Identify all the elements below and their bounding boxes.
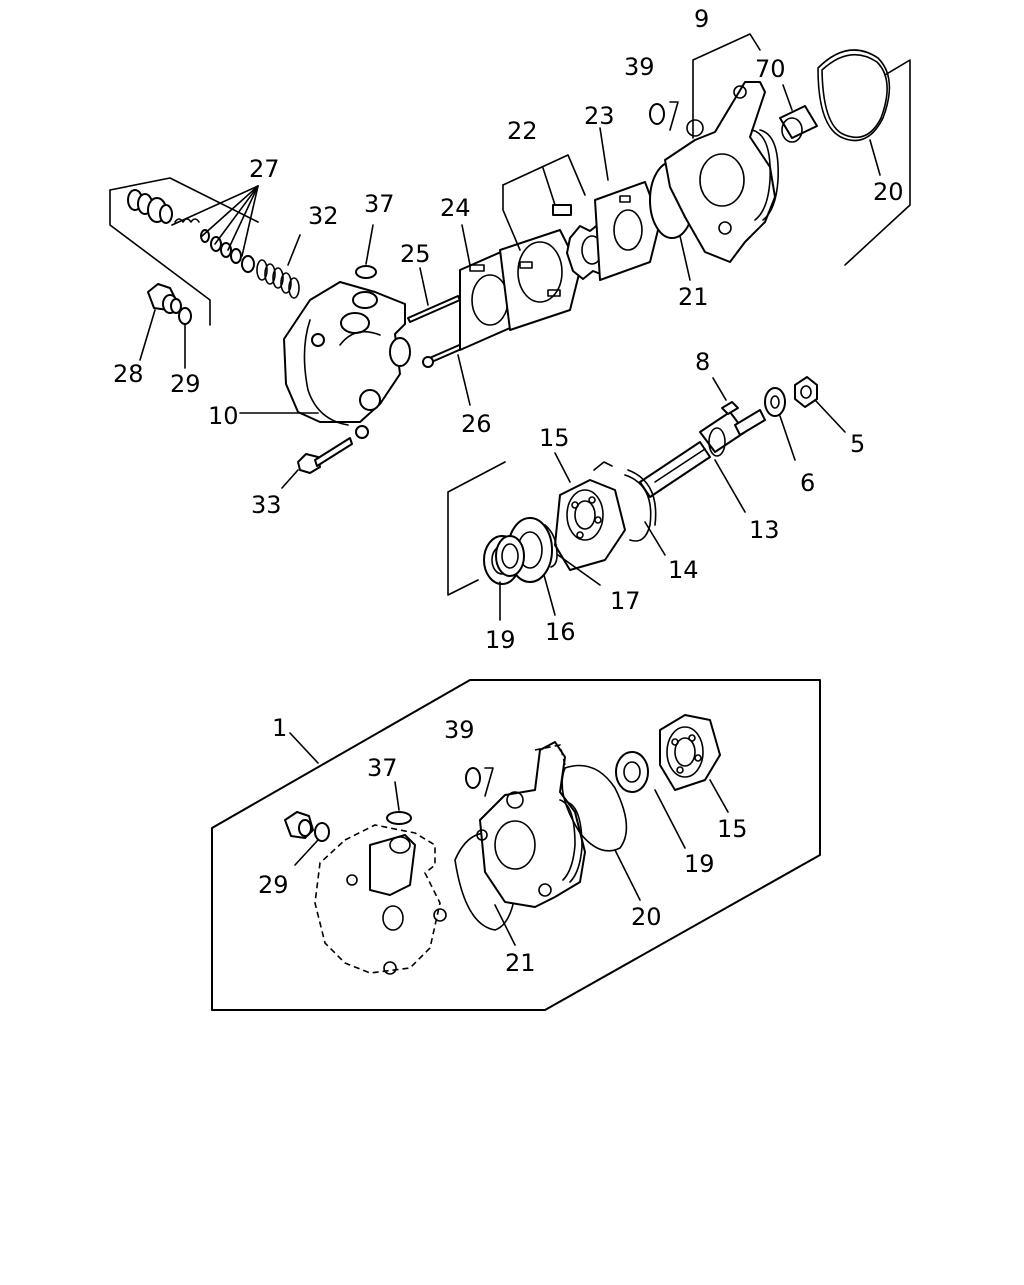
label-29-lower: 29 (258, 871, 289, 899)
o-ring-39-lower (465, 767, 494, 797)
label-10: 10 (208, 402, 239, 430)
pump-body-10 (239, 281, 411, 439)
label-70: 70 (755, 55, 786, 83)
snap-ring-17 (544, 524, 601, 586)
pin-25 (407, 267, 461, 323)
o-ring-39-upper (649, 101, 679, 131)
label-15-lower: 15 (717, 815, 748, 843)
o-ring-20-upper (817, 49, 911, 266)
label-14: 14 (668, 556, 699, 584)
label-22: 22 (507, 117, 538, 145)
label-20-upper: 20 (873, 178, 904, 206)
label-19-lower: 19 (684, 850, 715, 878)
part-labels: 9 39 70 23 22 27 20 37 24 32 25 21 28 29… (113, 5, 904, 977)
label-21-upper: 21 (678, 283, 709, 311)
bearing-15-lower (659, 714, 729, 813)
pump-body-lower (314, 824, 447, 975)
o-ring-29-upper (178, 307, 192, 369)
label-37-lower: 37 (367, 754, 398, 782)
label-9: 9 (694, 5, 709, 33)
bearing-15-upper (554, 452, 626, 571)
pressure-plate-23 (594, 127, 661, 281)
bracket-shaft-group (447, 461, 506, 596)
label-17: 17 (610, 587, 641, 615)
label-6: 6 (800, 469, 815, 497)
label-5: 5 (850, 430, 865, 458)
o-ring-37-upper (355, 224, 377, 279)
label-32: 32 (308, 202, 339, 230)
pin-26 (422, 335, 483, 406)
oil-seal-19-upper (483, 535, 525, 621)
cam-ring-22 (499, 154, 586, 331)
label-25: 25 (400, 240, 431, 268)
snap-ring-14 (593, 461, 666, 556)
label-39-lower: 39 (444, 716, 475, 744)
oil-seal-19-lower (615, 751, 686, 849)
label-21-lower: 21 (505, 949, 536, 977)
label-15-upper: 15 (539, 424, 570, 452)
kit-1-outline (211, 679, 821, 1011)
label-37-upper: 37 (364, 190, 395, 218)
label-26: 26 (461, 410, 492, 438)
o-ring-37-lower (386, 781, 412, 825)
label-33: 33 (251, 491, 282, 519)
label-1: 1 (272, 714, 287, 742)
plug-29-lower (284, 811, 330, 866)
bolt-33 (281, 437, 353, 489)
front-housing-lower (476, 741, 586, 908)
o-ring-20-lower (561, 764, 641, 901)
label-24: 24 (440, 194, 471, 222)
side-plate-24 (459, 224, 511, 351)
label-29-upper: 29 (170, 370, 201, 398)
label-20-lower: 20 (631, 903, 662, 931)
label-23: 23 (584, 102, 615, 130)
label-13: 13 (749, 516, 780, 544)
plug-28 (139, 283, 182, 361)
label-8: 8 (695, 348, 710, 376)
label-27: 27 (249, 155, 280, 183)
valve-parts (127, 189, 255, 273)
front-housing-9 (664, 33, 779, 263)
label-19-upper: 19 (485, 626, 516, 654)
bracket-27 (109, 177, 259, 326)
key-8 (712, 377, 739, 415)
spring-32 (256, 234, 301, 299)
label-28: 28 (113, 360, 144, 388)
label-16: 16 (545, 618, 576, 646)
shaft-13 (639, 409, 766, 513)
washer-6 (764, 387, 796, 461)
label-39-upper: 39 (624, 53, 655, 81)
bearing-70 (779, 84, 818, 143)
leaders-27 (171, 185, 259, 257)
nut-5 (794, 376, 846, 433)
